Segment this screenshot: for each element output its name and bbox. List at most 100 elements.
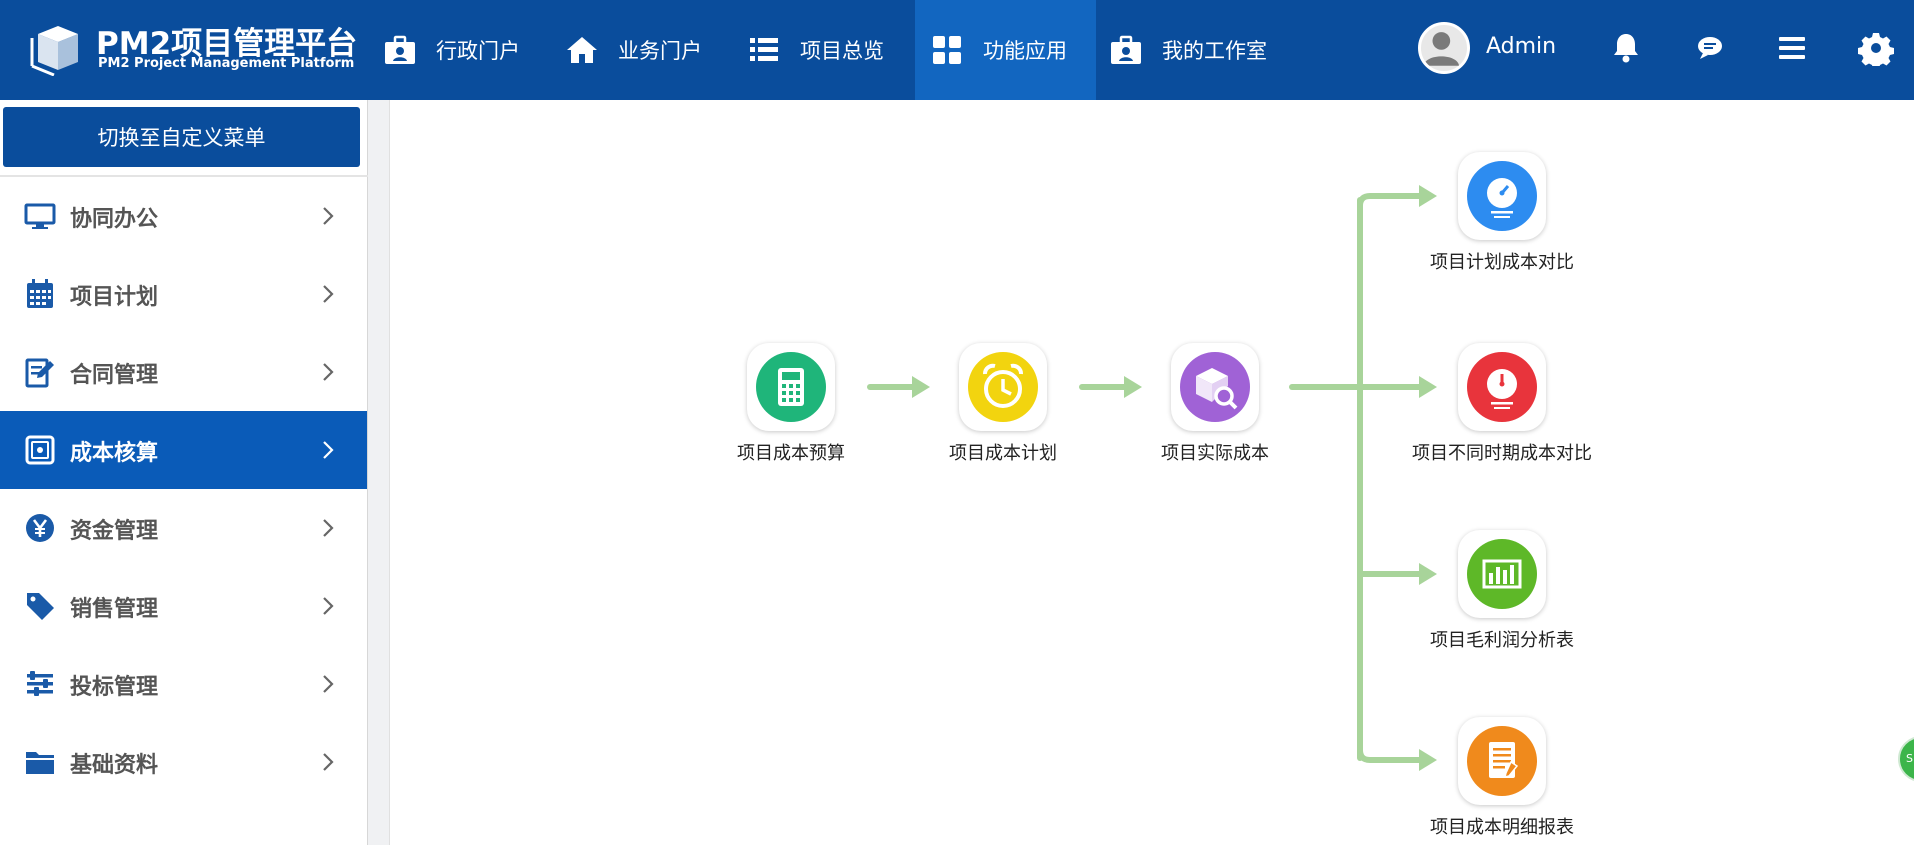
arrow-head xyxy=(1419,376,1437,398)
nav-function-apps[interactable]: 功能应用 xyxy=(915,0,1096,100)
badge-briefcase-icon xyxy=(1111,35,1141,64)
cost-flow-diagram: 项目成本预算 项目成本计划 项目实际成本 项目计划成本对比 xyxy=(390,100,1914,845)
flow-node-cost-budget[interactable]: 项目成本预算 xyxy=(691,343,891,473)
app-logo[interactable]: PM2项目管理平台 PM2 Project Management Platfor… xyxy=(28,18,357,82)
nav-label: 业务门户 xyxy=(618,39,702,63)
sidebar-item-label: 资金管理 xyxy=(70,519,159,544)
gear-icon[interactable] xyxy=(1858,30,1894,69)
calculator-icon xyxy=(756,352,826,422)
folder-icon xyxy=(24,746,56,778)
arrow-head xyxy=(1124,376,1142,398)
list-icon xyxy=(750,38,778,61)
chevron-right-icon xyxy=(318,514,338,542)
divider xyxy=(0,175,368,177)
nav-label: 行政门户 xyxy=(436,39,520,63)
nav-my-studio[interactable]: 我的工作室 xyxy=(1110,0,1310,100)
node-icon-tile xyxy=(1458,343,1546,431)
node-label: 项目成本计划 xyxy=(949,443,1057,464)
sidebar-item-cost-accounting[interactable]: 成本核算 xyxy=(0,411,367,489)
home-icon xyxy=(567,37,597,63)
box-search-icon xyxy=(1180,352,1250,422)
sidebar-item-label: 协同办公 xyxy=(70,207,159,232)
flow-node-plan-cost-compare[interactable]: 项目计划成本对比 xyxy=(1402,152,1602,282)
user-silhouette-icon xyxy=(1423,32,1460,66)
node-icon-tile xyxy=(1171,343,1259,431)
badge-briefcase-icon xyxy=(385,35,415,64)
arrow-head xyxy=(1419,185,1437,207)
node-icon-tile xyxy=(747,343,835,431)
node-label: 项目实际成本 xyxy=(1161,443,1269,464)
flow-node-cost-detail-report[interactable]: 项目成本明细报表 xyxy=(1402,717,1602,847)
app-title: PM2项目管理平台 xyxy=(96,26,358,62)
grid-icon xyxy=(933,36,961,64)
yen-icon xyxy=(24,512,56,544)
sidebar-item-label: 销售管理 xyxy=(70,597,159,622)
bar-chart-icon xyxy=(1467,539,1537,609)
nav-label: 功能应用 xyxy=(983,39,1067,63)
nav-admin-portal[interactable]: 行政门户 xyxy=(384,0,544,100)
sidebar-item-label: 合同管理 xyxy=(70,363,159,388)
bell-icon[interactable] xyxy=(1608,30,1644,66)
arrow-head xyxy=(912,376,930,398)
sidebar-item-base-data[interactable]: 基础资料 xyxy=(0,723,367,801)
sidebar: 切换至自定义菜单 协同办公 项目计划 合同管理 成本核算 资金管理 销售管理 投… xyxy=(0,100,368,845)
sliders-icon xyxy=(24,668,56,700)
sidebar-item-label: 基础资料 xyxy=(70,753,159,778)
sidebar-item-label: 项目计划 xyxy=(70,285,159,310)
safe-icon xyxy=(24,434,56,466)
menu-icon[interactable] xyxy=(1774,30,1810,66)
nav-project-overview[interactable]: 项目总览 xyxy=(748,0,908,100)
node-icon-tile xyxy=(1458,530,1546,618)
chat-icon[interactable] xyxy=(1692,30,1728,66)
flow-connectors xyxy=(867,185,1437,771)
sidebar-item-label: 成本核算 xyxy=(70,441,159,466)
chevron-right-icon xyxy=(318,358,338,386)
alarm-clock-icon xyxy=(968,352,1038,422)
flow-node-cost-plan[interactable]: 项目成本计划 xyxy=(903,343,1103,473)
top-navbar: PM2项目管理平台 PM2 Project Management Platfor… xyxy=(0,0,1914,100)
node-icon-tile xyxy=(1458,152,1546,240)
sidebar-gutter xyxy=(368,100,390,845)
gauge-icon xyxy=(1467,161,1537,231)
node-label: 项目计划成本对比 xyxy=(1430,252,1574,273)
node-label: 项目成本预算 xyxy=(737,443,845,464)
app-subtitle: PM2 Project Management Platform xyxy=(98,56,355,71)
flow-branch-bottom xyxy=(1357,747,1430,763)
node-label: 项目不同时期成本对比 xyxy=(1412,443,1592,464)
cube-logo-icon xyxy=(30,26,78,76)
node-icon-tile xyxy=(1458,717,1546,805)
sidebar-item-bidding[interactable]: 投标管理 xyxy=(0,645,367,723)
chevron-right-icon xyxy=(318,748,338,776)
avatar[interactable] xyxy=(1418,22,1470,74)
report-icon xyxy=(1467,726,1537,796)
chevron-right-icon xyxy=(318,670,338,698)
sidebar-item-collaboration[interactable]: 协同办公 xyxy=(0,177,367,255)
flow-node-gross-profit-analysis[interactable]: 项目毛利润分析表 xyxy=(1402,530,1602,660)
chevron-right-icon xyxy=(318,592,338,620)
gauge-icon xyxy=(1467,352,1537,422)
sidebar-item-funds[interactable]: 资金管理 xyxy=(0,489,367,567)
nav-business-portal[interactable]: 业务门户 xyxy=(566,0,726,100)
edit-document-icon xyxy=(24,356,56,388)
sidebar-item-project-plan[interactable]: 项目计划 xyxy=(0,255,367,333)
chevron-right-icon xyxy=(318,280,338,308)
flow-branch-top xyxy=(1357,193,1430,209)
arrow-head xyxy=(1419,563,1437,585)
chevron-right-icon xyxy=(318,436,338,464)
flow-node-period-cost-compare[interactable]: 项目不同时期成本对比 xyxy=(1402,343,1602,473)
sidebar-item-label: 投标管理 xyxy=(70,675,159,700)
switch-custom-menu-button[interactable]: 切换至自定义菜单 xyxy=(3,107,360,167)
node-icon-tile xyxy=(959,343,1047,431)
user-name[interactable]: Admin xyxy=(1486,34,1557,59)
arrow-head xyxy=(1419,749,1437,771)
tag-icon xyxy=(24,590,56,622)
node-label: 项目毛利润分析表 xyxy=(1430,630,1574,651)
chevron-right-icon xyxy=(318,202,338,230)
flow-node-actual-cost[interactable]: 项目实际成本 xyxy=(1115,343,1315,473)
calendar-icon xyxy=(24,278,56,310)
sidebar-item-contract[interactable]: 合同管理 xyxy=(0,333,367,411)
node-label: 项目成本明细报表 xyxy=(1430,817,1574,838)
nav-label: 我的工作室 xyxy=(1162,39,1267,63)
nav-label: 项目总览 xyxy=(800,39,884,63)
sidebar-item-sales[interactable]: 销售管理 xyxy=(0,567,367,645)
